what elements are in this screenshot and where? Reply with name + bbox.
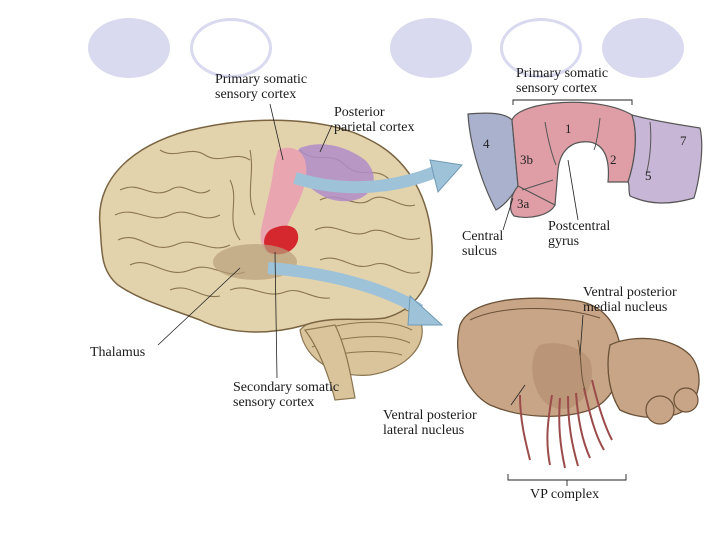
arrow-head: [408, 296, 442, 325]
area-2-label: 2: [610, 152, 617, 167]
area-1-label: 1: [565, 121, 572, 136]
area-3b-label: 3b: [520, 152, 533, 167]
area-4-label: 4: [483, 136, 490, 151]
label-vp-complex: VP complex: [530, 487, 599, 502]
brain-illustration: [100, 120, 433, 400]
arrow-head: [430, 160, 462, 192]
label-thalamus: Thalamus: [90, 345, 145, 360]
area-5-label: 5: [645, 168, 652, 183]
cortex-cross-section: 4 3b 3a 1 2 5 7: [468, 102, 702, 230]
area-7-label: 7: [680, 133, 687, 148]
area-3a-label: 3a: [517, 196, 530, 211]
thalamus-detail: [458, 298, 699, 468]
